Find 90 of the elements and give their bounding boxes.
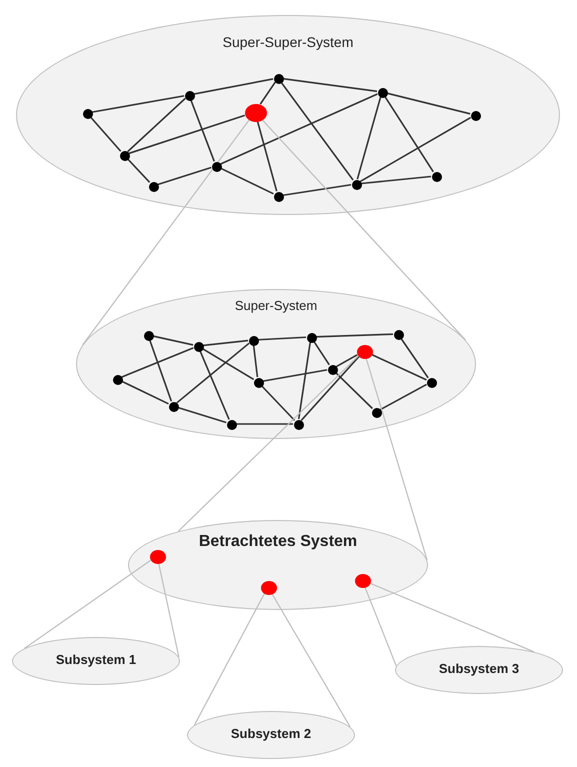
- connection-line: [176, 342, 250, 404]
- network-node-dot: [274, 192, 284, 202]
- connection-line: [336, 354, 358, 368]
- system-ellipse: [12, 637, 180, 685]
- connection-line: [360, 116, 472, 182]
- connection-line: [92, 95, 184, 113]
- connection-line: [148, 339, 172, 402]
- connection-line: [220, 93, 378, 165]
- connection-line: [152, 335, 194, 346]
- connection-line: [380, 384, 427, 410]
- network-node-dot: [212, 162, 222, 172]
- connection-line: [262, 369, 328, 382]
- network-node-dot: [120, 151, 130, 161]
- connection-line: [121, 380, 169, 405]
- connection-line: [252, 344, 258, 378]
- connection-line: [335, 372, 373, 410]
- highlighted-node-dot: [355, 574, 371, 588]
- connection-line: [298, 342, 312, 420]
- network-node-dot: [328, 365, 338, 375]
- connection-line: [258, 336, 306, 341]
- zoom-line: [364, 586, 397, 666]
- zoom-line: [82, 119, 250, 346]
- network-node-dot: [169, 402, 179, 412]
- network-node-dot: [427, 378, 437, 388]
- zoom-line: [261, 118, 466, 340]
- network-node-dot: [113, 375, 123, 385]
- system-label: Super-System: [234, 298, 318, 313]
- system-label: Super-Super-System: [222, 34, 354, 50]
- connection-line: [90, 116, 122, 152]
- connection-line: [202, 340, 248, 346]
- zoom-line: [194, 593, 266, 726]
- highlighted-node-dot: [245, 104, 267, 122]
- connection-line: [202, 348, 254, 380]
- highlighted-node-dot: [261, 581, 277, 595]
- connection-line: [400, 338, 429, 378]
- network-node-dot: [185, 91, 195, 101]
- network-node-dot: [83, 109, 93, 119]
- connection-line: [121, 347, 194, 378]
- connection-line: [190, 99, 215, 162]
- network-node-dot: [471, 111, 481, 121]
- highlighted-node-dot: [150, 550, 166, 564]
- network-node-dot: [227, 420, 237, 430]
- highlighted-node-dot: [357, 345, 373, 359]
- connection-line: [260, 82, 276, 105]
- connection-line: [282, 78, 378, 92]
- network-node-dot: [372, 408, 382, 418]
- network-node-dot: [249, 336, 259, 346]
- connection-line: [360, 176, 432, 184]
- connection-line: [386, 92, 470, 115]
- network-node-dot: [307, 333, 317, 343]
- connection-line: [126, 158, 150, 183]
- system-label: Subsystem 2: [230, 726, 312, 741]
- network-node-dot: [294, 420, 304, 430]
- zoom-line: [158, 562, 180, 658]
- network-node-dot: [149, 182, 159, 192]
- network-node-dot: [378, 88, 388, 98]
- connection-line: [282, 184, 352, 196]
- network-node-dot: [274, 74, 284, 84]
- network-node-dot: [144, 331, 154, 341]
- system-label: Subsystem 3: [438, 661, 520, 676]
- zoom-line: [178, 356, 359, 532]
- network-node-dot: [352, 180, 362, 190]
- connection-line: [356, 96, 382, 180]
- system-ellipse: [395, 646, 563, 694]
- connection-line: [199, 350, 230, 420]
- connection-line: [260, 385, 296, 421]
- system-label: Betrachtetes System: [198, 533, 358, 551]
- connection-line: [178, 406, 226, 424]
- connection-line: [220, 167, 274, 195]
- connection-line: [384, 96, 434, 172]
- connection-line: [316, 333, 394, 338]
- network-node-dot: [254, 378, 264, 388]
- network-node-dot: [194, 342, 204, 352]
- zoom-line: [24, 560, 152, 649]
- network-node-dot: [432, 172, 442, 182]
- network-node-dot: [394, 330, 404, 340]
- connection-line: [236, 423, 293, 425]
- connection-line: [256, 120, 278, 192]
- connection-line: [280, 82, 354, 180]
- zoom-line: [369, 582, 534, 652]
- connection-line: [313, 340, 330, 366]
- connection-line: [300, 356, 360, 421]
- connection-line: [194, 78, 274, 95]
- zoom-line: [271, 592, 351, 728]
- connection-line: [158, 166, 212, 186]
- connection-line: [370, 354, 427, 381]
- connection-line: [127, 98, 186, 152]
- zoom-line: [365, 358, 428, 560]
- connection-line: [128, 114, 246, 154]
- system-label: Subsystem 1: [54, 652, 138, 667]
